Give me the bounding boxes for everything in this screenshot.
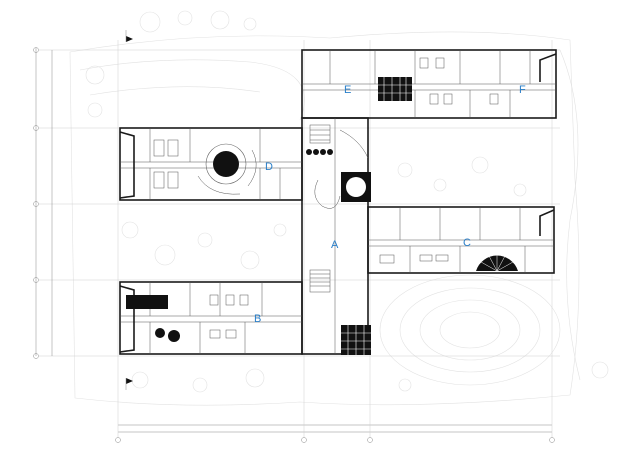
grid-lines xyxy=(33,30,560,443)
e-grid-block xyxy=(378,77,412,101)
zone-label-d: D xyxy=(265,161,273,173)
furniture xyxy=(126,57,518,355)
auditorium-center xyxy=(213,151,239,177)
zone-label-f: F xyxy=(519,84,526,96)
building-outline xyxy=(119,49,557,355)
stage-block xyxy=(126,295,168,309)
site-context xyxy=(69,10,609,406)
zone-label-a: A xyxy=(331,239,339,251)
zone-label-e: E xyxy=(344,84,351,96)
zone-label-c: C xyxy=(463,237,471,249)
zone-labels: A B C D E F xyxy=(254,84,526,325)
auditorium-ring xyxy=(205,143,247,185)
round-unit-2 xyxy=(168,330,180,342)
round-unit-1 xyxy=(155,328,165,338)
zone-label-b: B xyxy=(254,313,261,325)
